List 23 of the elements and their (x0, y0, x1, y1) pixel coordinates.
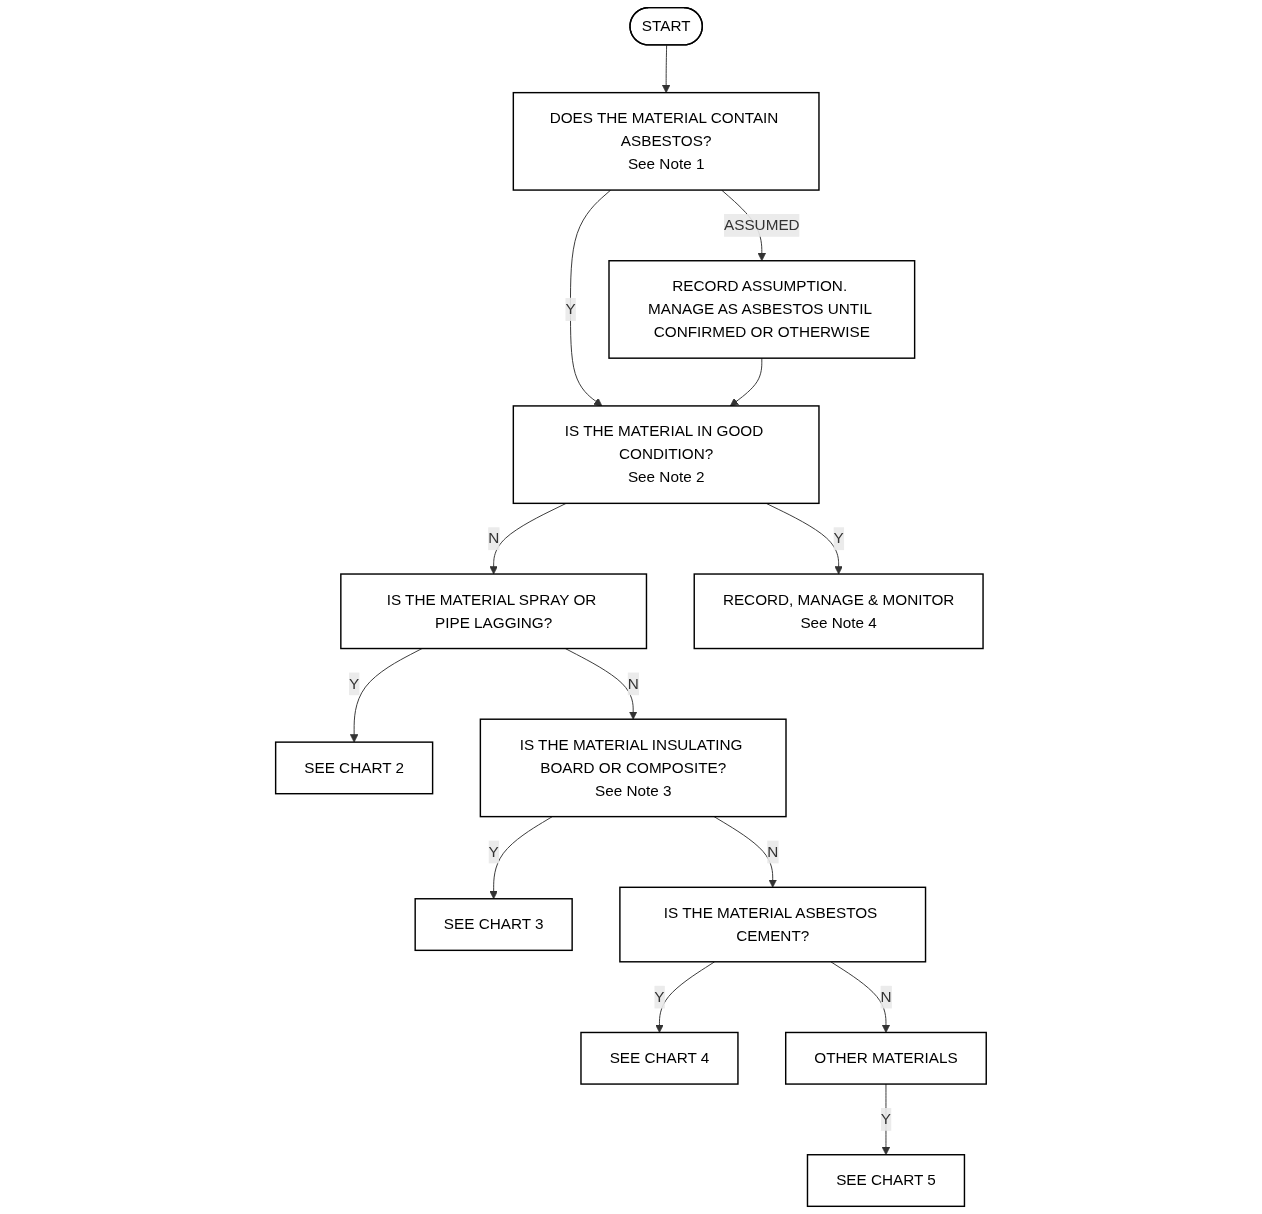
node-box: OTHER MATERIALS (785, 1031, 987, 1085)
edge-label: Y (833, 530, 844, 547)
edge-label: Y (880, 1110, 892, 1128)
node-box: IS THE MATERIAL IN GOOD CONDITION? See Note 2 (512, 405, 820, 505)
edge-label: Y (488, 843, 499, 860)
edge-label: ASSUMED (724, 216, 800, 234)
node-box: SEE CHART 2 (275, 741, 434, 795)
node-box: IS THE MATERIAL SPRAY OR PIPE LAGGING? (340, 573, 648, 650)
node-box: RECORD ASSUMPTION. MANAGE AS ASBESTOS UNTIL CONFIRMED OR OTHERWISE (608, 260, 916, 359)
node-box: DOES THE MATERIAL CONTAIN ASBESTOS? See Note 1 (512, 91, 820, 191)
node-box: RECORD, MANAGE & MONITOR See Note 4 (693, 573, 984, 650)
node-box: SEE CHART 3 (414, 898, 573, 952)
node-box: SEE CHART 4 (580, 1031, 739, 1085)
edge-label: N (627, 675, 639, 692)
edge-label: N (488, 530, 500, 547)
edge-label: Y (565, 300, 576, 318)
edge-label: N (767, 843, 779, 860)
node-box: IS THE MATERIAL INSULATING BOARD OR COMPOSITE? See Note 3 (479, 718, 787, 818)
node-box: IS THE MATERIAL ASBESTOS CEMENT? (619, 886, 927, 963)
edge-label: Y (349, 675, 360, 692)
edge-label: N (880, 988, 892, 1005)
edge-label: Y (654, 988, 665, 1005)
node-box: SEE CHART 5 (806, 1154, 966, 1208)
